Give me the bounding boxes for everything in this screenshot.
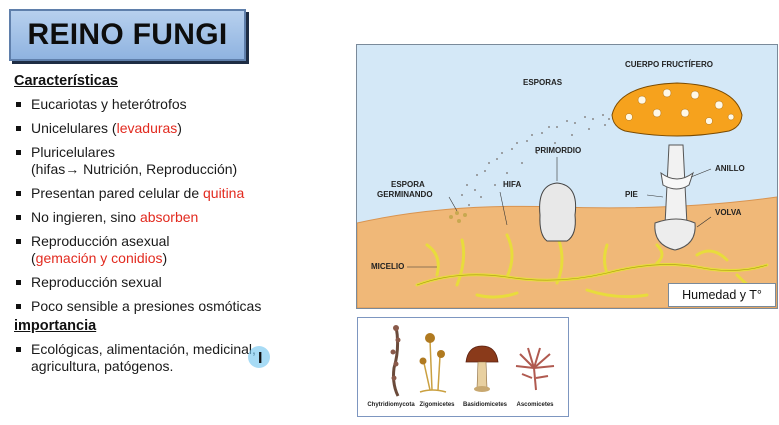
list-item: Reproducción sexual [14, 274, 314, 291]
importancia-heading: importancia [14, 318, 97, 334]
germinating-spores [449, 211, 467, 223]
mushroom-cap [611, 82, 743, 137]
label-cuerpo-fructifero: CUERPO FRUCTÍFERO [625, 60, 713, 69]
label-espora-germinando-1: ESPORA [391, 180, 425, 189]
group-label-ascomicetes: Ascomicetes [516, 402, 554, 408]
list-item: Reproducción asexual (gemación y conidio… [14, 233, 314, 267]
pointer-lines [407, 157, 712, 268]
list-item: Presentan pared celular de quitina [14, 185, 314, 202]
ascomicetes-image [515, 347, 555, 391]
list-item: Ecológicas, alimentación, medicinal, agr… [14, 341, 304, 375]
group-label-zigomicetes: Zigomicetes [419, 402, 455, 408]
cap-spots [625, 88, 735, 125]
list-item: Unicelulares (levaduras) [14, 120, 314, 137]
chytridiomycota-image [390, 325, 401, 397]
fungus-diagram: ESPORAS CUERPO FRUCTÍFERO PRIMORDIO ESPO… [356, 44, 778, 309]
zigomicetes-image [419, 333, 447, 393]
label-primordio: PRIMORDIO [535, 146, 581, 155]
mycelium-outline [416, 264, 768, 286]
list-item: Eucariotas y heterótrofos [14, 96, 314, 113]
label-espora-germinando-2: GERMINANDO [377, 190, 433, 199]
title-banner: REINO FUNGI [9, 9, 246, 61]
group-label-basidiomicetes: Basidiomicetes [462, 402, 508, 408]
spore-cloud [461, 114, 623, 206]
list-item: Pluricelulares (hifas→ Nutrición, Reprod… [14, 144, 314, 178]
label-anillo: ANILLO [715, 164, 745, 173]
group-label-chytridiomycota: Chytridiomycota [367, 402, 415, 408]
list-item: Poco sensible a presiones osmóticas [14, 298, 314, 315]
cursor-highlight [248, 346, 270, 368]
fungus-illustration: ESPORAS CUERPO FRUCTÍFERO PRIMORDIO ESPO… [357, 60, 777, 308]
fungal-groups-illustration [390, 325, 555, 397]
label-pie: PIE [625, 190, 639, 199]
label-micelio: MICELIO [371, 262, 404, 271]
basidiomicetes-image [465, 345, 499, 392]
fungal-groups-panel: Chytridiomycota Zigomicetes Basidiomicet… [357, 317, 569, 417]
importancia-list: Ecológicas, alimentación, medicinal, agr… [14, 341, 304, 375]
primordio-shape [539, 182, 577, 242]
mushroom-volva [654, 218, 696, 251]
label-volva: VOLVA [715, 208, 742, 217]
caracteristicas-heading: Características [14, 73, 118, 89]
label-hifa: HIFA [503, 180, 521, 189]
text-cursor-icon: I [258, 350, 263, 367]
caracteristicas-list: Eucariotas y heterótrofos Unicelulares (… [14, 96, 314, 315]
mushroom-ring [660, 171, 694, 190]
label-esporas: ESPORAS [523, 78, 563, 87]
list-item: No ingieren, sino absorben [14, 209, 314, 226]
humedad-label: Humedad y T° [668, 283, 776, 307]
page-title: REINO FUNGI [27, 18, 228, 51]
